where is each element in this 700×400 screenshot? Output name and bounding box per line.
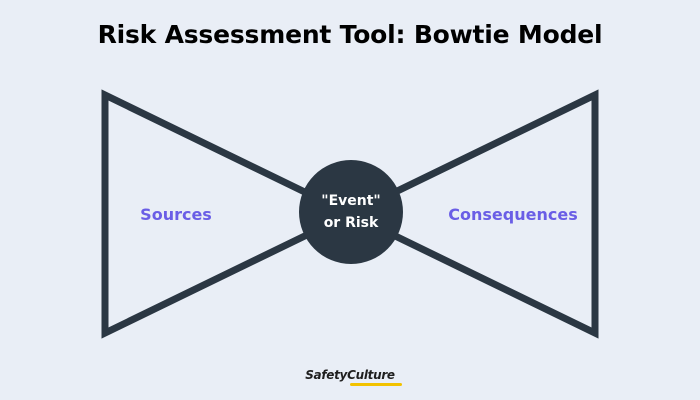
event-label-line1: "Event" <box>321 193 380 209</box>
event-label-line2: or Risk <box>324 215 379 231</box>
event-circle <box>299 160 403 264</box>
sources-label: Sources <box>140 205 212 224</box>
consequences-label: Consequences <box>448 205 577 224</box>
page-title: Risk Assessment Tool: Bowtie Model <box>97 20 603 49</box>
logo-text: SafetyCulture <box>305 368 395 382</box>
right-wedge <box>341 89 599 339</box>
safetyculture-logo: SafetyCulture <box>0 368 700 386</box>
left-wedge <box>101 89 359 339</box>
logo-accent <box>350 383 402 386</box>
